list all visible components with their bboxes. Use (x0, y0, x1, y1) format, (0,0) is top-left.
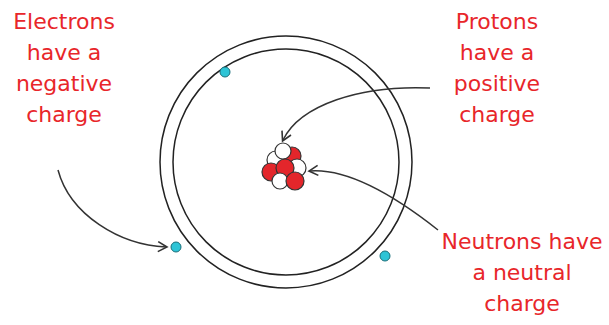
inner-shell (173, 49, 399, 275)
leader-line (283, 88, 430, 140)
part-label: Electrons have a negative charge (3, 6, 125, 130)
electron (220, 67, 230, 77)
leader-line (58, 170, 166, 247)
leader-line (310, 171, 438, 230)
electron (380, 251, 390, 261)
electron (171, 242, 181, 252)
label-box: Neutrons have a neutral charge (440, 226, 605, 319)
label-box: Electrons have a negative charge (3, 6, 125, 130)
nucleus (262, 143, 306, 190)
label-box: Protons have a positive charge (441, 6, 553, 130)
part-label: Neutrons have a neutral charge (440, 226, 605, 319)
outer-shell (160, 36, 412, 288)
part-label: Protons have a positive charge (441, 6, 553, 130)
